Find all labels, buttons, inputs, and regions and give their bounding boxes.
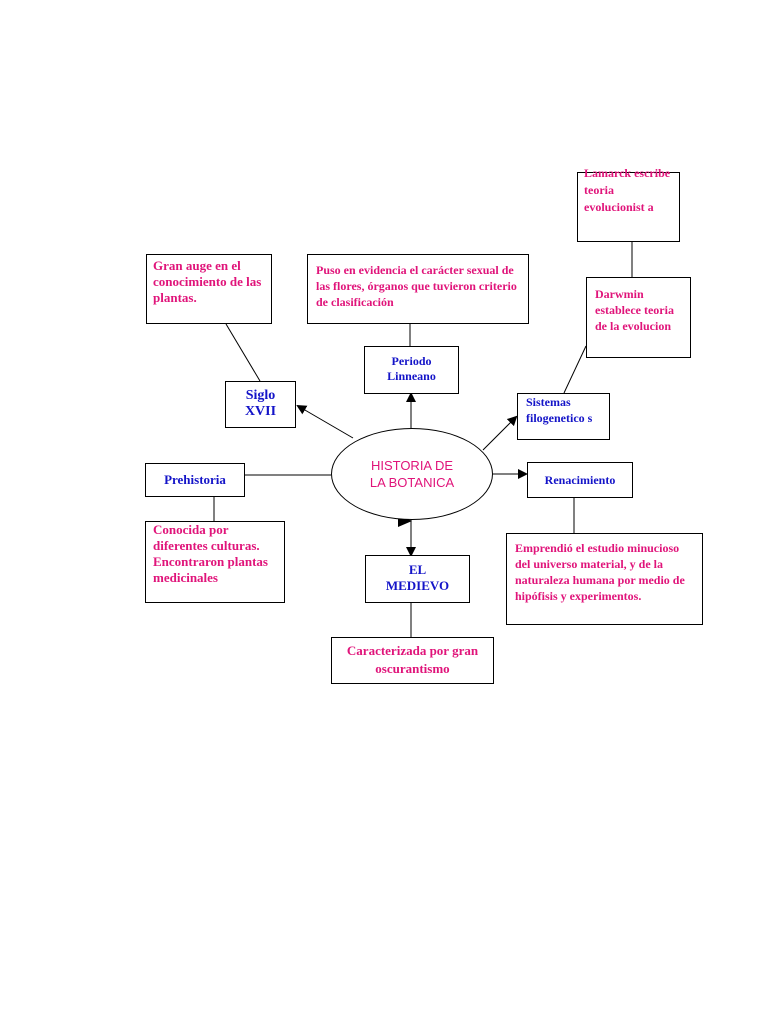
- medievo-label: EL MEDIEVO: [385, 562, 450, 593]
- prehistoria-note: Conocida por diferentes culturas. Encont…: [145, 521, 285, 603]
- darwin-note-text: Darwmin establece teoria de la evolucion: [595, 287, 674, 333]
- center-node: HISTORIA DE LA BOTANICA: [331, 428, 493, 520]
- prehistoria-node: Prehistoria: [145, 463, 245, 497]
- renacimiento-note-text: Emprendió el estudio minucioso del unive…: [515, 541, 685, 603]
- medievo-note: Caracterizada por gran oscurantismo: [331, 637, 494, 684]
- arrow-to-sistemas: [482, 415, 518, 451]
- line-sistemas-darwin: [563, 345, 587, 394]
- renacimiento-note: Emprendió el estudio minucioso del unive…: [506, 533, 703, 625]
- center-node-label: HISTORIA DE LA BOTANICA: [369, 458, 455, 490]
- arrow-to-siglo-xvii: [296, 404, 354, 439]
- prehistoria-label: Prehistoria: [164, 472, 226, 487]
- periodo-linneano-note-text: Puso en evidencia el carácter sexual de …: [316, 263, 517, 309]
- prehistoria-note-text: Conocida por diferentes culturas. Encont…: [153, 522, 268, 585]
- periodo-linneano-note: Puso en evidencia el carácter sexual de …: [307, 254, 529, 324]
- sistemas-node: Sistemas filogenetico s: [517, 393, 610, 440]
- medievo-note-text: Caracterizada por gran oscurantismo: [346, 643, 479, 676]
- renacimiento-label: Renacimiento: [544, 473, 616, 487]
- darwin-note: Darwmin establece teoria de la evolucion: [586, 277, 691, 358]
- renacimiento-node: Renacimiento: [527, 462, 633, 498]
- siglo-xvii-note: Gran auge en el conocimiento de las plan…: [146, 254, 272, 324]
- siglo-xvii-note-text: Gran auge en el conocimiento de las plan…: [153, 258, 262, 305]
- sistemas-label: Sistemas filogenetico s: [526, 395, 593, 425]
- lamarck-note-text: Lamarck escribe teoria evolucionist a: [584, 166, 671, 214]
- medievo-node: EL MEDIEVO: [365, 555, 470, 603]
- siglo-xvii-label: Siglo XVII: [244, 388, 277, 419]
- periodo-linneano-label: Periodo Linneano: [387, 354, 436, 383]
- line-siglo-note: [225, 323, 261, 382]
- lamarck-note: Lamarck escribe teoria evolucionist a: [577, 166, 680, 242]
- siglo-xvii-node: Siglo XVII: [225, 381, 296, 428]
- periodo-linneano-node: Periodo Linneano: [364, 346, 459, 394]
